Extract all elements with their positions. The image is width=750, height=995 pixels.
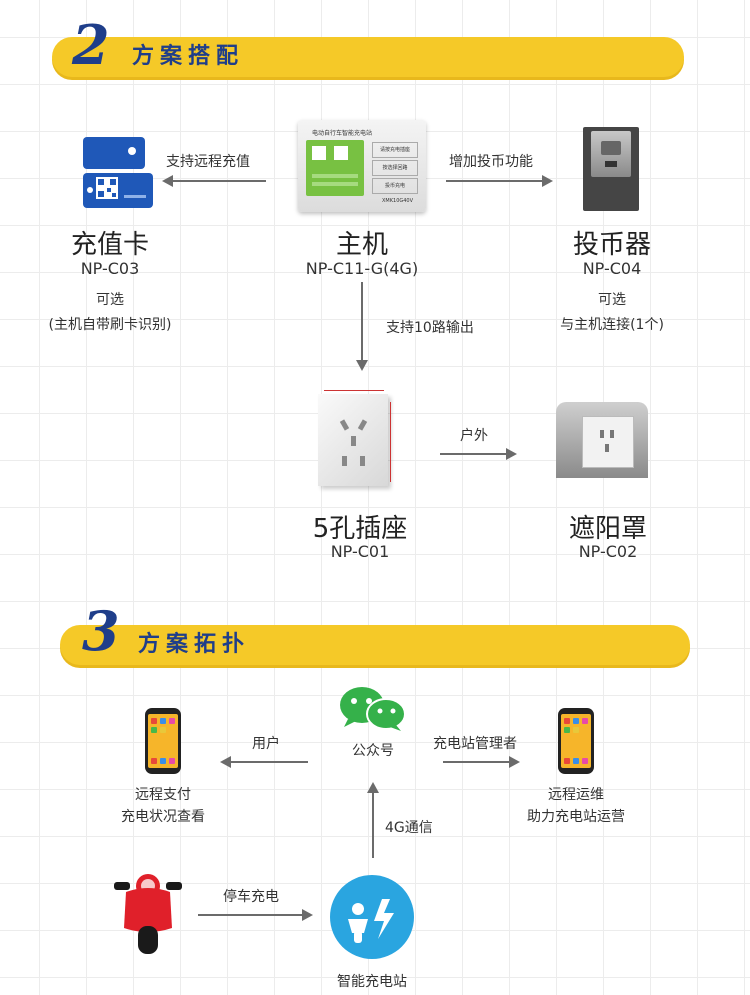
user-phone-icon [145, 708, 181, 774]
host-device-image: 电动自行车智能充电站 请按充电插座 按选择回路 投币充电 XMK10G40V [298, 120, 426, 212]
arrow-station-to-wechat [372, 792, 374, 858]
host-button-3: 投币充电 [372, 178, 418, 194]
user-phone-line1: 远程支付 [135, 787, 191, 803]
socket-name: 5孔插座 [312, 514, 408, 544]
card-model: NP-C03 [80, 259, 140, 278]
arrow-wechat-to-manager [443, 761, 509, 763]
sunshade-name: 遮阳罩 [568, 514, 647, 544]
sunshade-image [552, 392, 656, 484]
arrow-wechat-to-manager-head [509, 756, 520, 768]
arrow-wechat-to-user-head [220, 756, 231, 768]
arrow-to-card-head [162, 175, 173, 187]
charging-station-icon [330, 875, 414, 959]
coin-arrow-label: 增加投币功能 [449, 154, 533, 170]
manager-phone-icon [558, 708, 594, 774]
host-name: 主机 [335, 230, 388, 260]
host-button-2: 按选择回路 [372, 160, 418, 176]
arrow-host-to-socket-head [356, 360, 368, 371]
arrow-to-coin [446, 180, 542, 182]
network-arrow-label: 4G通信 [385, 820, 433, 836]
sunshade-model: NP-C02 [578, 542, 638, 561]
arrow-station-to-wechat-head [367, 782, 379, 793]
manager-arrow-label: 充电站管理者 [433, 736, 517, 752]
manager-phone-line2: 助力充电站运营 [527, 809, 625, 825]
arrow-scooter-to-station [198, 914, 302, 916]
recharge-card-image [80, 135, 156, 210]
outdoor-arrow-label: 户外 [460, 428, 488, 444]
wechat-label: 公众号 [352, 743, 394, 759]
section2-number: 2 [72, 13, 110, 77]
section3-title: 方案拓扑 [138, 632, 251, 657]
coin-acceptor-image [583, 127, 639, 211]
host-panel-model: XMK10G40V [382, 198, 414, 204]
coin-model: NP-C04 [582, 259, 642, 278]
socket-model: NP-C01 [330, 542, 390, 561]
arrow-socket-to-shade [440, 453, 506, 455]
wechat-icon [338, 685, 408, 731]
manager-phone-line1: 远程运维 [548, 787, 604, 803]
arrow-socket-to-shade-head [506, 448, 517, 460]
arrow-to-coin-head [542, 175, 553, 187]
arrow-to-card [172, 180, 266, 182]
output-arrow-label: 支持10路输出 [386, 320, 474, 336]
host-screen [306, 140, 364, 196]
host-panel-title: 电动自行车智能充电站 [312, 130, 373, 137]
card-name: 充值卡 [70, 230, 149, 260]
section3-banner [60, 625, 690, 665]
user-arrow-label: 用户 [252, 736, 280, 752]
section2-banner [52, 37, 684, 77]
scooter-icon [112, 870, 184, 956]
section3-number: 3 [82, 599, 120, 663]
arrow-wechat-to-user [230, 761, 308, 763]
charging-station-label: 智能充电站 [337, 974, 407, 990]
section2-title: 方案搭配 [132, 44, 245, 69]
arrow-host-to-socket [361, 282, 363, 362]
card-note-detail: (主机自带刷卡识别) [48, 317, 172, 333]
coin-name: 投币器 [572, 230, 651, 260]
user-phone-line2: 充电状况查看 [121, 809, 205, 825]
host-model: NP-C11-G(4G) [305, 259, 419, 278]
socket-image [318, 390, 396, 492]
card-note-optional: 可选 [96, 292, 124, 308]
coin-note-detail: 与主机连接(1个) [560, 317, 664, 333]
host-button-1: 请按充电插座 [372, 142, 418, 158]
card-arrow-label: 支持远程充值 [166, 154, 250, 170]
coin-note-optional: 可选 [598, 292, 626, 308]
parking-arrow-label: 停车充电 [223, 889, 279, 905]
arrow-scooter-to-station-head [302, 909, 313, 921]
